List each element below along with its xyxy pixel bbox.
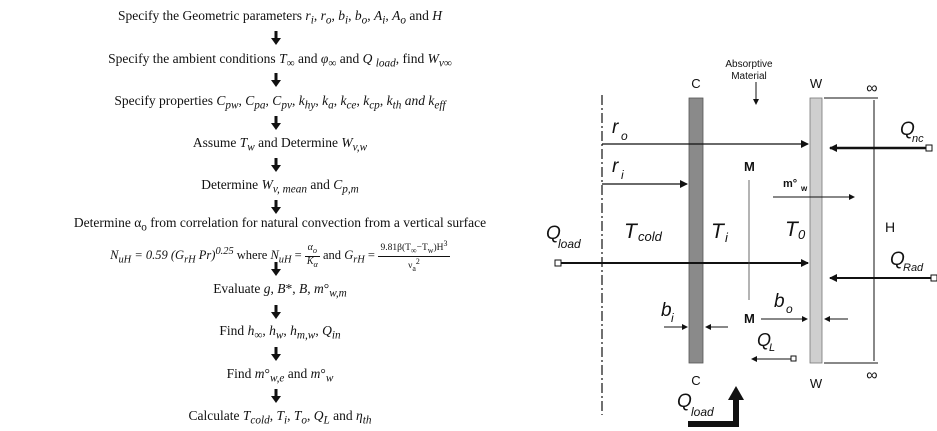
label-ql-sub: L <box>769 342 775 354</box>
flow-arrow-9 <box>270 389 282 404</box>
label-qnc-sub: nc <box>912 133 924 145</box>
label-w-top: W <box>810 76 823 91</box>
label-material: Material <box>731 71 767 82</box>
step-text: Calculate Tcold, Ti, To, QL and ηth <box>188 408 372 427</box>
step-text: Specify the Geometric parameters ri, ro,… <box>118 8 442 27</box>
absorptive-wall <box>809 97 823 364</box>
qload-origin <box>554 259 562 267</box>
label-inf-bottom: ∞ <box>866 367 877 384</box>
step-text: Evaluate g, B*, B, m°w,m <box>213 281 347 300</box>
label-inf-top: ∞ <box>866 80 877 97</box>
step-properties: Specify properties Cpw, Cpa, Cpv, khy, k… <box>0 93 560 112</box>
label-ti: T <box>711 220 726 243</box>
flow-arrow-6 <box>270 262 282 277</box>
label-bi-sub: i <box>671 311 674 325</box>
step-ambient: Specify the ambient conditions T∞ and φ∞… <box>0 51 560 70</box>
step-text: Find h∞, hw, hm,w, Qin <box>219 323 341 342</box>
label-ri-sub: i <box>621 168 624 182</box>
step-text: Specify the ambient conditions T∞ and φ∞… <box>108 51 452 70</box>
step-find-m: Find m°w,e and m°w <box>0 366 560 385</box>
schematic-diagram: C C W W Absorptive Material ∞ ∞ H r o r … <box>546 59 937 427</box>
flow-arrow-7 <box>270 305 282 320</box>
flow-arrow-8 <box>270 347 282 362</box>
label-qrad-sub: Rad <box>903 262 924 274</box>
label-tcold: T <box>624 220 639 243</box>
step-text: Determine Wv, mean and Cp,m <box>201 177 359 196</box>
qrad-origin <box>930 274 937 282</box>
cold-plate <box>688 97 704 364</box>
label-qrad: Q <box>890 249 905 270</box>
label-h: H <box>885 219 895 235</box>
label-qload: Q <box>546 223 561 244</box>
label-mw-sub: w <box>800 184 808 193</box>
label-to-sub: 0 <box>798 227 806 242</box>
qnc-origin <box>925 144 933 152</box>
label-w-bottom: W <box>810 376 823 391</box>
label-qload-sub: load <box>558 237 581 251</box>
label-ti-sub: i <box>725 230 729 245</box>
label-m-top: M <box>744 159 755 174</box>
step-text: Find m°w,e and m°w <box>226 366 334 385</box>
label-c-bottom: C <box>691 373 700 388</box>
flow-arrow-4 <box>270 158 282 173</box>
step-text: Assume Tw and Determine Wv,w <box>192 135 368 154</box>
label-tcold-sub: cold <box>638 229 663 244</box>
label-bo-sub: o <box>786 302 793 316</box>
step-assume-tw: Assume Tw and Determine Wv,w <box>0 135 560 154</box>
label-to: T <box>785 218 800 241</box>
step-text: Specify properties Cpw, Cpa, Cpv, khy, k… <box>114 93 446 112</box>
step-text: Determine αo from correlation for natura… <box>73 215 487 234</box>
step-determine-wv: Determine Wv, mean and Cp,m <box>0 177 560 196</box>
label-c-top: C <box>691 76 700 91</box>
flow-arrow-2 <box>270 73 282 88</box>
label-ql: Q <box>757 330 771 350</box>
step-calculate: Calculate Tcold, Ti, To, QL and ηth <box>0 408 560 427</box>
label-qnc: Q <box>900 119 915 140</box>
label-ri: r <box>612 156 619 177</box>
label-bi: b <box>661 300 672 321</box>
label-absorptive: Absorptive <box>725 59 773 70</box>
step-alpha: Determine αo from correlation for natura… <box>0 215 560 234</box>
step-evaluate: Evaluate g, B*, B, m°w,m <box>0 281 560 300</box>
label-qload-bottom: Q <box>677 391 692 412</box>
label-mw: m° <box>783 178 797 190</box>
step-find-h: Find h∞, hw, hm,w, Qin <box>0 323 560 342</box>
label-ro: r <box>612 117 619 138</box>
flow-arrow-5 <box>270 200 282 215</box>
qload-bottom-arrowhead <box>728 386 744 400</box>
step-geometric: Specify the Geometric parameters ri, ro,… <box>0 8 560 27</box>
label-ro-sub: o <box>621 129 628 143</box>
label-qload-bottom-sub: load <box>691 405 714 419</box>
label-bo: b <box>774 291 785 312</box>
qload-bottom-arrow <box>688 398 739 427</box>
label-m-bottom: M <box>744 311 755 326</box>
flowchart: Specify the Geometric parameters ri, ro,… <box>0 8 560 427</box>
flow-arrow-3 <box>270 116 282 131</box>
flow-arrow-1 <box>270 31 282 46</box>
ql-origin <box>790 355 797 362</box>
